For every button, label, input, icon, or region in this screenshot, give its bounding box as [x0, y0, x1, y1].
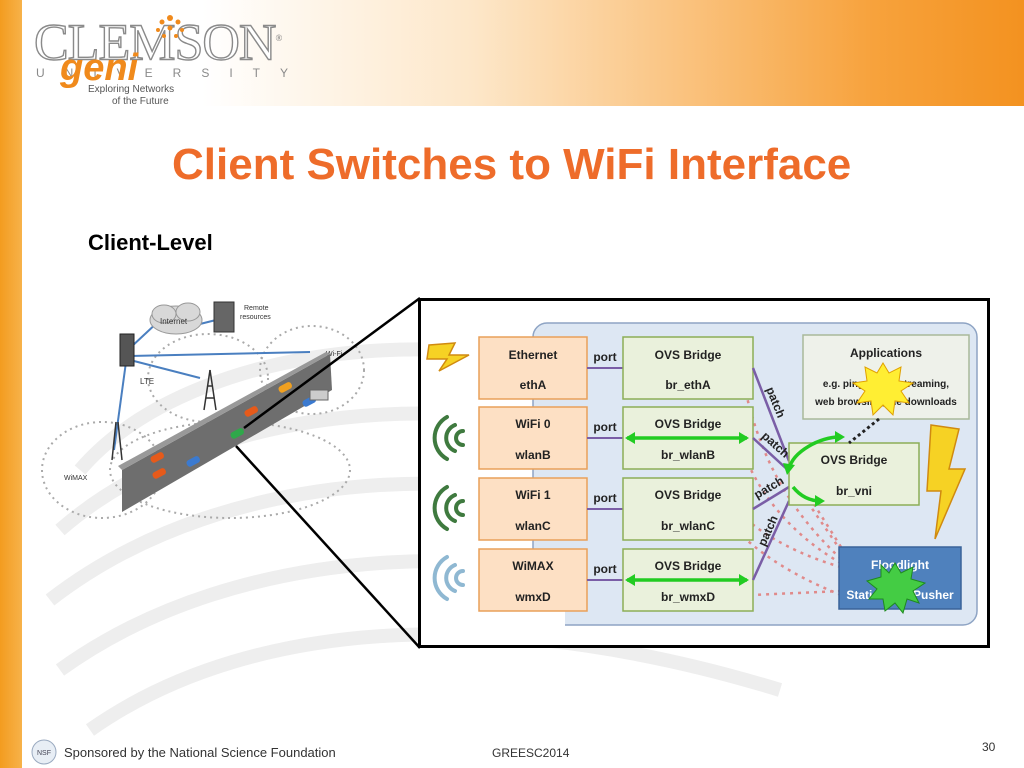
bridge-id: br_wlanB: [661, 448, 715, 462]
bridge-name: OVS Bridge: [655, 559, 722, 573]
interface-id: ethA: [520, 378, 547, 392]
arrow-heads: [625, 431, 845, 586]
architecture-diagram-frame: Ethernet ethA WiFi 0 wlanB WiFi 1 wlanC …: [418, 298, 990, 648]
interface-wifi0: WiFi 0 wlanB: [478, 406, 588, 470]
tagline-line-2: of the Future: [112, 96, 169, 107]
university-wordmark: UNIVERSITY: [36, 66, 309, 80]
wifi-ap-icon: [309, 389, 329, 401]
blank-box: [70, 324, 116, 366]
interface-name: WiMAX: [512, 559, 553, 573]
interface-wifi1: WiFi 1 wlanC: [478, 477, 588, 541]
page-number: 30: [982, 740, 996, 754]
port-label: port: [593, 491, 616, 505]
road-surface: [118, 352, 330, 470]
interface-id: wmxD: [514, 590, 551, 604]
lte-coverage: [147, 333, 269, 423]
floodlight-line-1: Floodlight: [871, 558, 929, 572]
interface-id: wlanC: [514, 519, 551, 533]
wifi1-signal-icon: [432, 485, 465, 531]
bridge-name: OVS Bridge: [655, 417, 722, 431]
bridge-name: OVS Bridge: [655, 488, 722, 502]
bridge-id: br_vni: [836, 484, 872, 498]
port-label: port: [593, 350, 616, 364]
geni-wordmark: geni: [60, 47, 139, 89]
interface-ethernet: Ethernet ethA: [478, 336, 588, 400]
remote-label-1: Remote: [244, 305, 269, 312]
green-arrows: [627, 435, 840, 582]
header-band: [22, 0, 1024, 106]
footer-event: GREESC2014: [492, 746, 570, 760]
wimax-label: WiMAX: [64, 475, 88, 482]
geni-dots-icon: [156, 15, 184, 38]
wifi-coverage: [259, 325, 365, 415]
internet-label: Internet: [160, 317, 188, 326]
green-burst-icon: [865, 562, 927, 615]
left-accent-bar: [0, 0, 22, 768]
footer-sponsor: Sponsored by the National Science Founda…: [64, 745, 336, 760]
bridge-br-etha: OVS Bridge br_ethA: [622, 336, 754, 400]
interface-id: wlanB: [514, 448, 551, 462]
interface-name: WiFi 1: [515, 488, 551, 502]
panel-mask: [425, 611, 565, 629]
bridge-id: br_wmxD: [661, 590, 715, 604]
applications-title: Applications: [850, 346, 922, 360]
port-label: port: [593, 420, 616, 434]
port-label: port: [593, 562, 616, 576]
bridge-id: br_wlanC: [661, 519, 715, 533]
patch-links: [751, 367, 791, 581]
bridge-br-wlanc: OVS Bridge br_wlanC: [622, 477, 754, 541]
architecture-diagram: Ethernet ethA WiFi 0 wlanB WiFi 1 wlanC …: [425, 322, 978, 629]
bridge-br-vni: OVS Bridge br_vni: [788, 442, 920, 506]
wimax-tower-icon: [111, 421, 123, 461]
interface-name: Ethernet: [509, 348, 558, 362]
bridge-name: OVS Bridge: [655, 348, 722, 362]
lightning-bolt-large-icon: [926, 424, 967, 540]
network-illustration: Internet Remote resources LTE Wi-Fi WiMA…: [41, 301, 365, 519]
nsf-logo-icon: NSF: [31, 739, 57, 765]
clemson-wordmark: CLEMSON®: [33, 14, 282, 72]
wimax-signal-icon: [432, 555, 465, 601]
app-link: [848, 417, 880, 445]
lte-tower-icon: [203, 369, 217, 411]
internet-cloud-icon: [149, 302, 203, 335]
bridge-name: OVS Bridge: [821, 453, 888, 467]
bridge-id: br_ethA: [665, 378, 711, 392]
svg-text:NSF: NSF: [37, 750, 51, 757]
port-links: [587, 367, 623, 581]
road-wall: [122, 354, 332, 512]
wifi0-signal-icon: [432, 415, 465, 461]
gateway-server-icon: [119, 333, 135, 367]
slide-subtitle: Client-Level: [88, 230, 213, 255]
clemson-geni-logo: CLEMSON® UNIVERSITY geni Exploring Netwo…: [32, 8, 302, 108]
lte-label: LTE: [140, 377, 154, 386]
yellow-burst-icon: [851, 362, 915, 417]
remote-server-icon: [213, 301, 235, 333]
slide-title: Client Switches to WiFi Interface: [172, 140, 852, 189]
interface-name: WiFi 0: [515, 417, 551, 431]
remote-label-2: resources: [240, 314, 271, 321]
tagline-line-1: Exploring Networks: [88, 84, 175, 95]
interface-wimax: WiMAX wmxD: [478, 548, 588, 612]
lightning-bolt-small-icon: [426, 342, 470, 372]
wifi-label: Wi-Fi: [326, 351, 343, 358]
